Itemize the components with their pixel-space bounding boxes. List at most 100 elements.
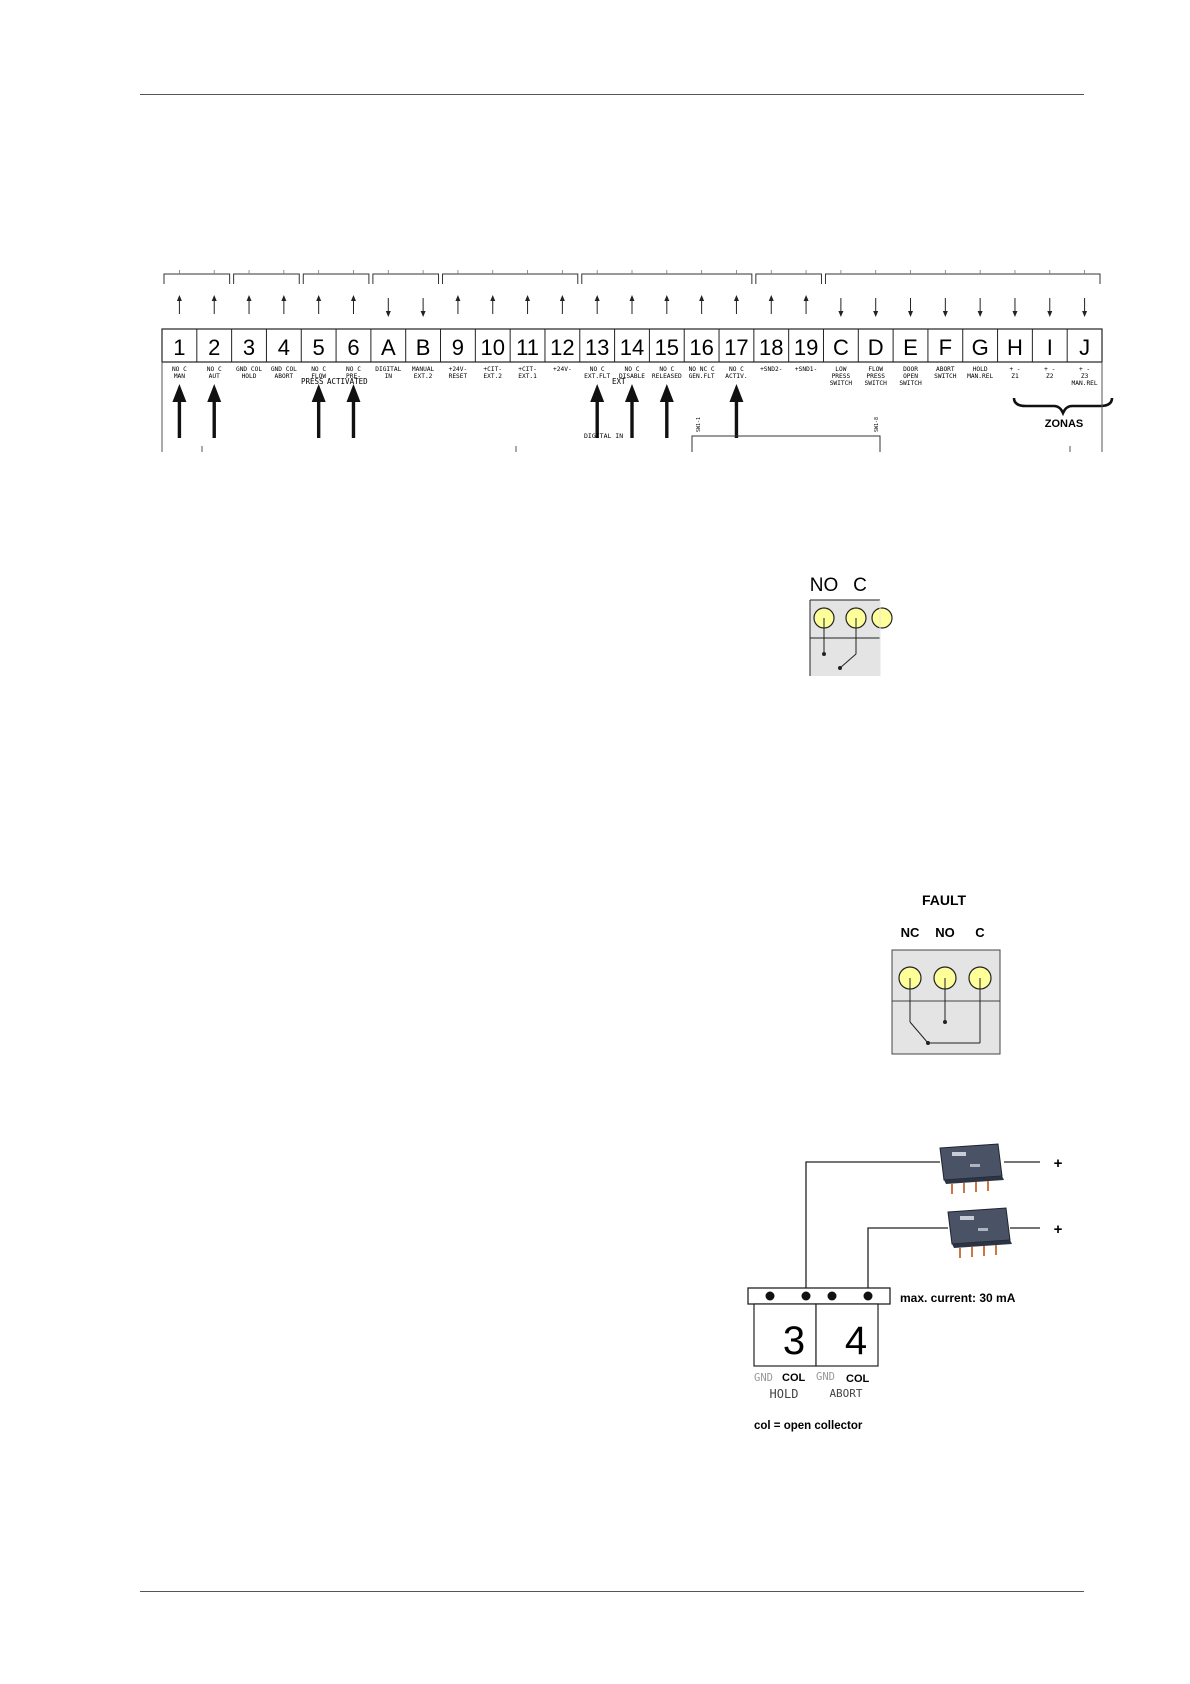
- terminal-j: J: [1079, 335, 1090, 360]
- terminal-6: 6: [347, 335, 359, 360]
- terminal-label: PRESS: [832, 373, 851, 380]
- terminal-13: 13: [585, 335, 609, 360]
- fault-no-contact: [943, 1020, 947, 1024]
- hold-label: HOLD: [770, 1387, 799, 1401]
- small-arrow-head: [594, 295, 600, 301]
- terminal-label: NO C: [207, 366, 222, 373]
- terminal-label: SWITCH: [899, 380, 922, 387]
- terminal-label: Z1: [1011, 373, 1019, 380]
- terminal-label: OPEN: [903, 373, 918, 380]
- terminal-4-box: [815, 1303, 879, 1367]
- terminal-label: EXT.2: [483, 373, 502, 380]
- terminal-label: ABORT: [275, 373, 294, 380]
- input-arrow-head: [346, 384, 361, 402]
- terminal-label: NO C: [172, 366, 187, 373]
- small-arrow-head: [1047, 311, 1053, 317]
- terminal-label: NO C: [346, 366, 361, 373]
- pin-1: [765, 1291, 775, 1301]
- terminal-4: 4: [278, 335, 290, 360]
- small-arrow-head: [281, 295, 287, 301]
- relay-component-bottom: [947, 1207, 1012, 1258]
- terminal-3: 3: [243, 335, 255, 360]
- terminal-label: PRE-: [346, 373, 361, 380]
- terminal-label: NO C: [659, 366, 674, 373]
- gnd-3-label: GND: [754, 1372, 773, 1384]
- gnd-4-label: GND: [816, 1371, 835, 1383]
- fault-pivot: [926, 1041, 930, 1045]
- digital-in-label: DIGITAL IN: [584, 432, 623, 440]
- small-arrow-head: [1082, 311, 1088, 317]
- terminal-label: +SND1-: [795, 366, 817, 373]
- terminal-label: HOLD: [973, 366, 988, 373]
- terminal-label: ACTIV.: [725, 373, 747, 380]
- terminal-label: + -: [1044, 366, 1055, 373]
- small-arrow-head: [350, 295, 356, 301]
- abort-label: ABORT: [829, 1387, 862, 1400]
- sw-bracket: [691, 435, 881, 452]
- input-arrow-head: [659, 384, 674, 402]
- activated-label: ACTIVATED: [327, 377, 368, 386]
- fault-switch-arm: [909, 1021, 929, 1044]
- group-brackets: [163, 270, 1101, 284]
- fault-relay-diagram: FAULT NC NO C: [891, 892, 1001, 1055]
- terminal-i: I: [1047, 335, 1053, 360]
- small-arrow-head: [733, 295, 739, 301]
- terminal-4-number: 4: [845, 1319, 867, 1363]
- terminal-d: D: [868, 335, 884, 360]
- terminal-label: NO NC C: [689, 366, 715, 373]
- relay-switch-arm: [839, 653, 857, 669]
- terminal-label: +CIT-: [483, 366, 502, 373]
- terminal-label: SWITCH: [865, 380, 888, 387]
- terminal-9: 9: [452, 335, 464, 360]
- pin-2: [801, 1291, 811, 1301]
- terminal-label: FLOW: [311, 373, 326, 380]
- terminal-label: +CIT-: [518, 366, 537, 373]
- terminal-label: +24V-: [449, 366, 468, 373]
- terminal-label: RESET: [449, 373, 468, 380]
- ext-label: EXT: [612, 377, 626, 386]
- small-arrow-head: [385, 311, 391, 317]
- relay-no-label: NO: [810, 575, 839, 596]
- group-bracket: [302, 273, 370, 284]
- group-bracket: [372, 273, 440, 284]
- terminal-12: 12: [550, 335, 574, 360]
- terminal-1: 1: [173, 335, 185, 360]
- terminal-label: NO C: [625, 366, 640, 373]
- relay-component-top: [939, 1143, 1004, 1194]
- wire-top: [805, 1161, 940, 1296]
- input-arrow-head: [172, 384, 187, 402]
- terminal-label: RELEASED: [652, 373, 682, 380]
- signal-arrows: [176, 295, 1088, 317]
- small-arrow-head: [873, 311, 879, 317]
- terminal-14: 14: [620, 335, 644, 360]
- small-arrow-head: [664, 295, 670, 301]
- group-bracket: [442, 273, 579, 284]
- relay-no-c-diagram: NO C: [809, 575, 893, 676]
- terminal-16: 16: [689, 335, 713, 360]
- pin-3: [827, 1291, 837, 1301]
- terminal-label: NO C: [311, 366, 326, 373]
- input-arrow-head: [625, 384, 639, 402]
- terminal-f: F: [939, 335, 952, 360]
- relay-c-label: C: [853, 575, 867, 596]
- terminal-label: LOW: [835, 366, 846, 373]
- input-arrows: [172, 384, 744, 438]
- fault-no-label: NO: [935, 925, 955, 940]
- small-arrow-head: [246, 295, 252, 301]
- small-arrow-head: [211, 295, 217, 301]
- input-arrow-head: [207, 384, 222, 402]
- terminal-h: H: [1007, 335, 1023, 360]
- terminal-label: EXT.2: [414, 373, 433, 380]
- small-arrow-head: [768, 295, 774, 301]
- relay-pivot: [838, 666, 842, 670]
- terminal-label: SWITCH: [934, 373, 957, 380]
- terminal-label: HOLD: [242, 373, 257, 380]
- terminal-label: ABORT: [936, 366, 955, 373]
- terminal-b: B: [416, 335, 431, 360]
- terminal-label: GND COL: [236, 366, 262, 373]
- plus-bottom: +: [1054, 1221, 1063, 1238]
- terminal-e: E: [903, 335, 918, 360]
- terminal-label: IN: [385, 373, 393, 380]
- plus-top: +: [1054, 1155, 1063, 1172]
